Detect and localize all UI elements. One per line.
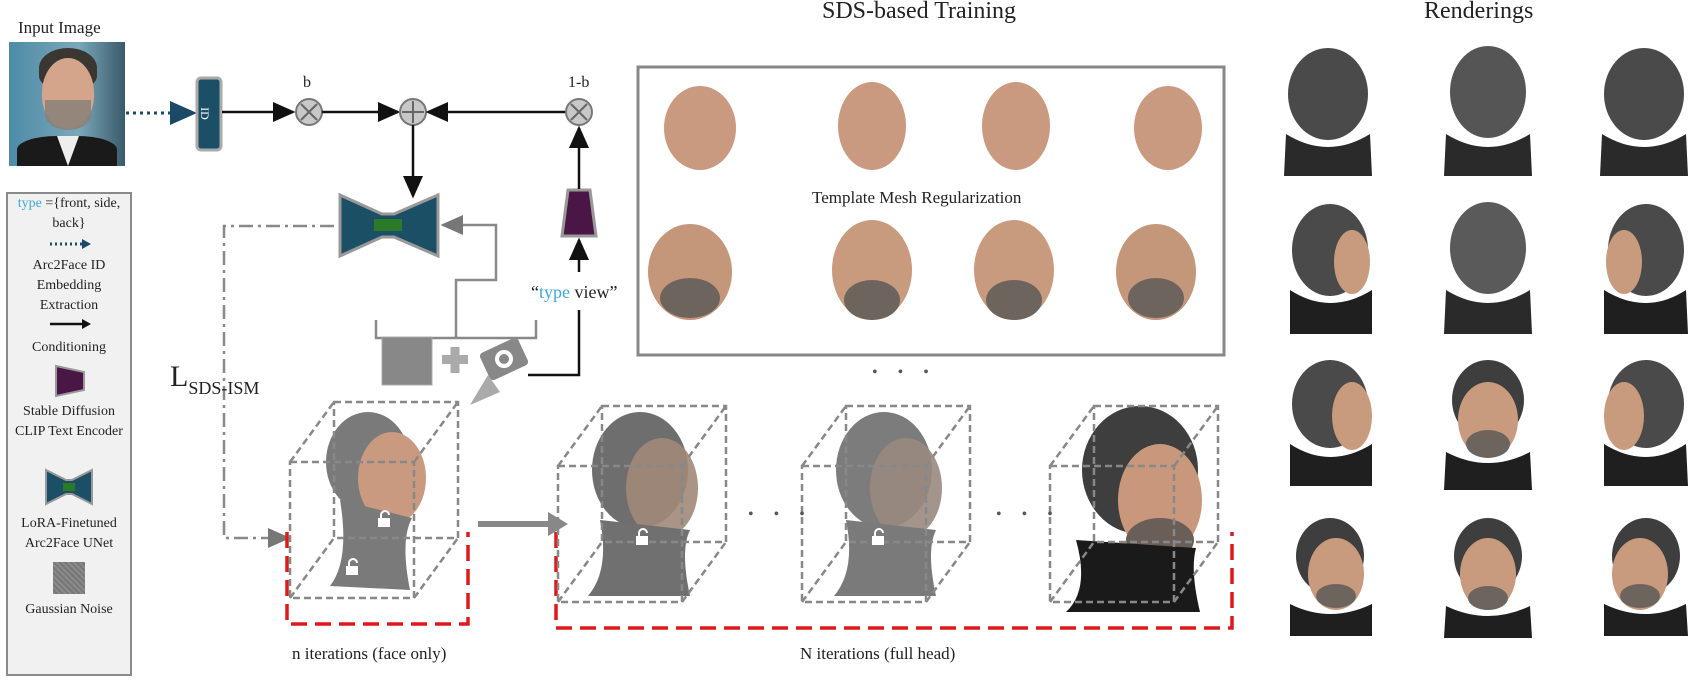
legend-id-extraction: Arc2Face ID Embedding Extraction <box>32 258 106 313</box>
legend-conditioning: Conditioning <box>32 340 106 355</box>
type-view-label: “type view” <box>531 282 618 302</box>
legend-clip-encoder: Stable Diffusion CLIP Text Encoder <box>15 404 123 439</box>
sds-ism-loss-label: LSDS-ISM <box>170 360 260 398</box>
template-mesh-label: Template Mesh Regularization <box>812 188 1022 207</box>
legend-type-definition: type ={front, side, back} <box>8 194 130 234</box>
upper-ellipsis: • • • <box>872 364 937 381</box>
legend-unet: LoRA-Finetuned Arc2Face UNet <box>21 516 117 551</box>
renderings-title: Renderings <box>1424 0 1534 24</box>
training-head-cube-1 <box>556 404 728 604</box>
input-image-title: Input Image <box>18 18 101 37</box>
add-icon <box>399 98 427 126</box>
noise-icon <box>53 562 85 594</box>
type-view-type-word: type <box>539 282 570 302</box>
legend-type-values: ={front, side, back} <box>41 196 121 231</box>
weight-1b-label: 1-b <box>568 74 590 91</box>
sds-face-crops <box>648 220 1196 320</box>
full-head-iterations-label: N iterations (full head) <box>800 644 956 663</box>
camera-icon <box>470 337 529 405</box>
lock-icon <box>346 558 358 575</box>
face-only-bracket <box>285 532 470 626</box>
template-mesh-faces <box>664 82 1202 170</box>
training-head-cube-2 <box>800 404 972 604</box>
clip-encoder-icon <box>560 188 598 238</box>
middle-ellipsis-1: • • • <box>748 506 813 523</box>
multiply-icon <box>565 98 593 126</box>
plus-icon <box>442 347 468 373</box>
renderings-grid <box>1284 46 1688 638</box>
lock-icon <box>872 528 884 545</box>
face-only-iterations-label: n iterations (face only) <box>292 644 447 663</box>
legend-type-word: type <box>17 196 42 211</box>
id-block-label: ID <box>197 107 212 120</box>
unet-icon <box>338 192 440 259</box>
full-head-cube <box>1048 404 1220 612</box>
clip-encoder-icon <box>55 364 85 398</box>
solid-arrow-icon <box>50 319 91 329</box>
id-block <box>195 76 223 152</box>
lock-icon <box>378 510 390 527</box>
noise-icon <box>381 336 433 386</box>
full-head-bracket <box>554 532 1234 630</box>
unet-icon <box>45 468 93 506</box>
middle-ellipsis-2: • • • <box>996 506 1061 523</box>
legend-panel: type ={front, side, back} Arc2Face ID Em… <box>6 192 132 676</box>
sds-training-title: SDS-based Training <box>822 0 1017 24</box>
weight-b-label: b <box>303 74 311 91</box>
legend-noise: Gaussian Noise <box>25 602 113 617</box>
template-mesh-box <box>636 65 1226 357</box>
lock-icon <box>636 528 648 545</box>
input-image <box>9 42 125 166</box>
multiply-icon <box>295 98 323 126</box>
dotted-arrow-icon <box>50 239 91 249</box>
face-only-head-cube <box>288 400 460 600</box>
